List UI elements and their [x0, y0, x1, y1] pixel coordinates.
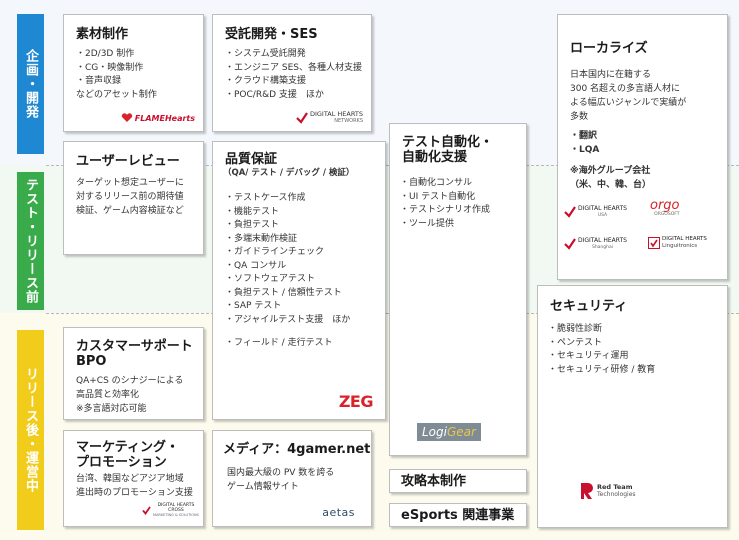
- box-description: 日本国内に在籍する 300 名超えの多言語人材に よる幅広いジャンルで実績が 多…: [570, 70, 687, 122]
- item-list: ・テストケース作成 ・機能テスト ・負担テスト ・多端末動作検証 ・ガイドライン…: [225, 192, 350, 351]
- list-item: ・ガイドラインチェック: [225, 247, 325, 257]
- item-list: ・脆弱性診断 ・ペンテスト ・セキュリティ運用 ・セキュリティ研修 / 教育: [548, 323, 655, 377]
- orgosoft-logo: orgo ORGOSOFT: [650, 198, 680, 217]
- box-description: ターゲット想定ユーザーに 対するリリース前の期待値 検証、ゲーム内容検証など: [76, 178, 184, 216]
- list-item: ・エンジニア SES、各種人材支援: [225, 62, 362, 73]
- list-item: ・システム受託開発: [225, 49, 306, 59]
- box-quality-assurance: 品質保証 （QA/ テスト / デバッグ / 検証） ・テストケース作成 ・機能…: [212, 141, 386, 420]
- aetas-logo: aetas: [322, 506, 355, 519]
- box-description: QA+CS のシナジーによる 高品質と効率化 ※多言語対応可能: [76, 376, 184, 414]
- zeg-logo: ZEG: [338, 392, 374, 411]
- checkmark-icon: [564, 206, 576, 218]
- box-title: テスト自動化・ 自動化支援: [402, 135, 494, 165]
- item-list: ・システム受託開発 ・エンジニア SES、各種人材支援 ・クラウド構築支援 ・P…: [225, 48, 362, 102]
- list-item: ・負担テスト: [225, 220, 280, 230]
- list-item: ・テストシナリオ作成: [400, 205, 491, 215]
- item-list: ・翻訳 ・LQA: [570, 130, 599, 157]
- box-strategy-guide: 攻略本制作: [389, 469, 527, 493]
- checkmark-icon: [296, 112, 308, 124]
- list-item: ・脆弱性診断: [548, 324, 603, 334]
- list-item: ・音声収録: [76, 76, 122, 86]
- item-list: ・自動化コンサル ・UI テスト自動化 ・テストシナリオ作成 ・ツール提供: [400, 177, 490, 231]
- list-item: ・UI テスト自動化: [400, 191, 476, 202]
- box-title: ユーザーレビュー: [76, 154, 180, 169]
- list-item: ・SAP テスト: [225, 301, 282, 311]
- box-test-automation: テスト自動化・ 自動化支援 ・自動化コンサル ・UI テスト自動化 ・テストシナ…: [389, 123, 527, 456]
- box-title: 素材制作: [76, 27, 129, 42]
- list-item: ・セキュリティ運用: [548, 351, 629, 361]
- phase-label-development: 企画・開発: [17, 14, 44, 154]
- list-item: ・多端末動作検証: [225, 233, 298, 244]
- list-item: ・機能テスト: [225, 206, 280, 217]
- list-item: などのアセット制作: [76, 89, 157, 100]
- box-description: 台湾、韓国などアジア地域 進出時のプロモーション支援: [76, 474, 193, 498]
- linguitronics-icon: [648, 237, 660, 249]
- list-item: ・2D/3D 制作: [76, 49, 135, 59]
- phase-label-testing: テスト・リリース前: [17, 172, 44, 310]
- red-team-icon: [581, 483, 593, 499]
- digital-hearts-cross-logo: DIGITAL HEARTS CROSS MARKETING & SOLUTIO…: [142, 503, 199, 518]
- list-item: ・クラウド構築支援: [225, 76, 307, 86]
- list-item: ・フィールド / 走行テスト: [225, 338, 333, 348]
- checkmark-icon: [564, 238, 576, 250]
- logigear-logo: LogiGear: [417, 423, 481, 441]
- list-item: ・セキュリティ研修 / 教育: [548, 364, 656, 375]
- box-title: マーケティング・ プロモーション: [76, 440, 179, 470]
- box-security: セキュリティ ・脆弱性診断 ・ペンテスト ・セキュリティ運用 ・セキュリティ研修…: [537, 285, 728, 528]
- list-item: ・自動化コンサル: [400, 178, 473, 188]
- list-item: ・負担テスト / 信頼性テスト: [225, 287, 342, 298]
- list-item: ・LQA: [570, 144, 600, 155]
- box-media: メディア：4gamer.net 国内最大級の PV 数を誇る ゲーム情報サイト …: [212, 430, 372, 527]
- box-marketing: マーケティング・ プロモーション 台湾、韓国などアジア地域 進出時のプロモーショ…: [63, 430, 204, 527]
- box-title: 品質保証: [225, 152, 278, 167]
- box-customer-support: カスタマーサポート BPO QA+CS のシナジーによる 高品質と効率化 ※多言…: [63, 327, 204, 420]
- overseas-group-note: ※海外グループ会社 （米、中、韓、台）: [570, 166, 652, 190]
- flamehearts-logo: FLAMEHearts: [121, 113, 195, 123]
- box-asset-production: 素材制作 ・2D/3D 制作 ・CG・映像制作 ・音声収録 などのアセット制作 …: [63, 14, 204, 132]
- box-title: メディア：4gamer.net: [223, 442, 371, 457]
- box-title: 攻略本制作: [401, 474, 467, 489]
- list-item: ・翻訳: [570, 131, 598, 141]
- list-item: ・ソフトウェアテスト: [225, 274, 316, 284]
- box-title: 受託開発・SES: [225, 27, 318, 42]
- list-item: ・テストケース作成: [225, 193, 306, 203]
- list-item: ・ペンテスト: [548, 337, 603, 348]
- box-user-review: ユーザーレビュー ターゲット想定ユーザーに 対するリリース前の期待値 検証、ゲー…: [63, 141, 204, 255]
- item-list: ・2D/3D 制作 ・CG・映像制作 ・音声収録 などのアセット制作: [76, 48, 157, 102]
- digital-hearts-networks-logo: DIGITAL HEARTS NETWORKS: [296, 111, 363, 125]
- list-item: ・アジャイルテスト支援 ほか: [225, 314, 351, 325]
- phase-label-operation: リリース後・運営中: [17, 330, 44, 530]
- checkmark-icon: [142, 506, 151, 515]
- box-title: eSports 関連事業: [401, 508, 515, 523]
- list-item: ・POC/R&D 支援 ほか: [225, 89, 324, 100]
- heart-icon: [121, 113, 132, 122]
- box-subtitle: （QA/ テスト / デバッグ / 検証）: [223, 168, 355, 178]
- box-description: 国内最大級の PV 数を誇る ゲーム情報サイト: [227, 468, 335, 492]
- box-contract-development: 受託開発・SES ・システム受託開発 ・エンジニア SES、各種人材支援 ・クラ…: [212, 14, 372, 132]
- box-title: ローカライズ: [570, 41, 648, 56]
- box-title: カスタマーサポート BPO: [76, 339, 193, 369]
- list-item: ・QA コンサル: [225, 260, 287, 271]
- list-item: ・ツール提供: [400, 218, 455, 229]
- list-item: ・CG・映像制作: [76, 62, 144, 73]
- box-localization: ローカライズ 日本国内に在籍する 300 名超えの多言語人材に よる幅広いジャン…: [557, 14, 728, 280]
- box-esports: eSports 関連事業: [389, 503, 527, 527]
- box-title: セキュリティ: [550, 299, 628, 314]
